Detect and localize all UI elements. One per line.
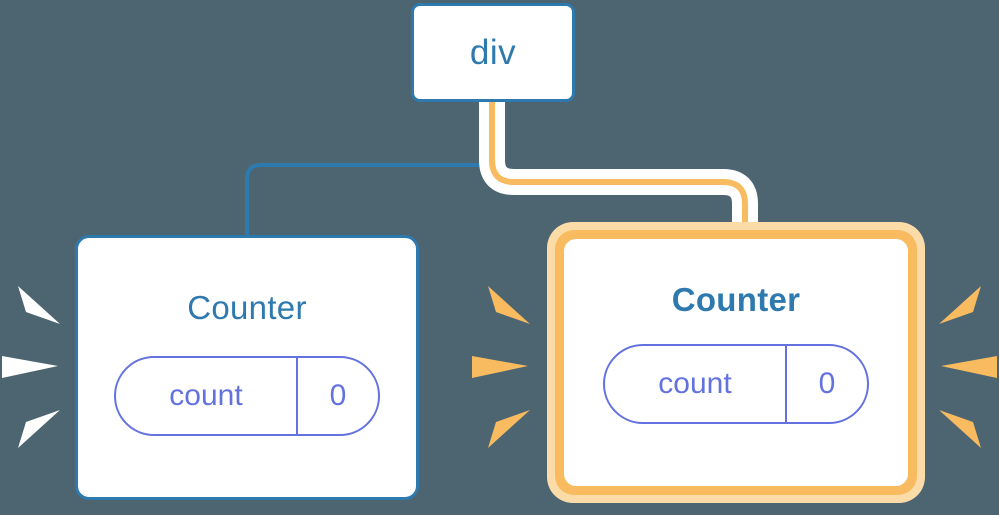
burst-ray-icon xyxy=(939,286,981,324)
state-key-left: count xyxy=(116,358,298,434)
counter-node-left-label: Counter xyxy=(187,289,307,326)
counter-node-right[interactable]: Counter count 0 xyxy=(564,239,908,486)
state-key-right: count xyxy=(605,346,787,422)
counter-node-left[interactable]: Counter count 0 xyxy=(75,235,419,500)
state-value-left: 0 xyxy=(329,379,347,412)
burst-ray-icon xyxy=(18,410,60,448)
burst-right xyxy=(933,282,997,452)
burst-ray-icon xyxy=(18,286,60,324)
div-node-label: div xyxy=(469,33,517,72)
counter-node-right-label: Counter xyxy=(671,281,801,318)
state-value-right: 0 xyxy=(818,367,836,400)
burst-ray-icon xyxy=(488,410,530,448)
burst-ray-icon xyxy=(939,410,981,448)
burst-ray-icon xyxy=(941,356,997,378)
wire-to-left-counter xyxy=(245,99,492,238)
burst-ray-icon xyxy=(2,356,58,378)
burst-ray-icon xyxy=(472,356,528,378)
wire-to-right-counter xyxy=(489,101,748,232)
state-pill-right[interactable]: count 0 xyxy=(603,344,869,424)
wire-to-right-counter-halo xyxy=(479,101,758,232)
burst-mid xyxy=(472,282,536,452)
div-node[interactable]: div xyxy=(411,3,575,102)
state-pill-left[interactable]: count 0 xyxy=(114,356,380,436)
burst-ray-icon xyxy=(488,286,530,324)
burst-left xyxy=(2,282,66,452)
